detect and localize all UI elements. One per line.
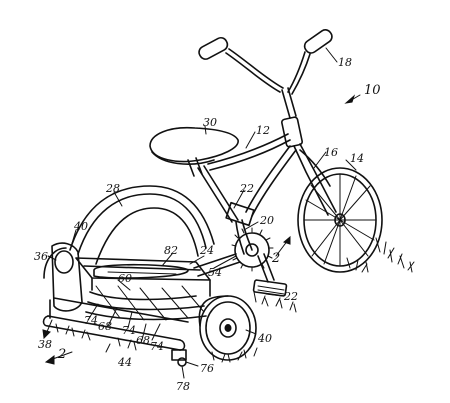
ref-reel-frame: 24 bbox=[199, 244, 214, 257]
ref-fork: 16 bbox=[324, 146, 338, 159]
boom bbox=[69, 185, 215, 265]
chain-drive bbox=[193, 219, 288, 297]
ref-reel-blade-c-left: 74 bbox=[84, 314, 98, 327]
ref-guard: 82 bbox=[164, 244, 178, 257]
ref-seat: 30 bbox=[203, 116, 217, 129]
ref-reel-blade-c-mid: 74 bbox=[122, 324, 136, 337]
mower-wheel bbox=[171, 295, 257, 367]
ref-bed-knife: 44 bbox=[117, 356, 132, 369]
ref-handlebar: 18 bbox=[338, 56, 352, 69]
reference-numerals: 10 18 30 12 16 14 28 22 20 24 82 2 54 40… bbox=[34, 56, 381, 393]
ref-reel-blade-c-right: 74 bbox=[150, 340, 164, 353]
ref-direction-front: 2 bbox=[271, 251, 280, 266]
fork bbox=[281, 116, 337, 216]
leader-lines bbox=[47, 47, 361, 379]
ref-frame-lug-upper: 22 bbox=[239, 182, 254, 195]
ref-reel-blade-a: 60 bbox=[118, 272, 132, 285]
ref-boom: 28 bbox=[105, 182, 120, 195]
ref-direction-rear: 2 bbox=[57, 347, 66, 362]
ref-frame-lug-lower: 22 bbox=[283, 290, 298, 303]
grass bbox=[55, 237, 415, 363]
frame bbox=[197, 133, 297, 227]
ref-assembly: 10 bbox=[364, 83, 381, 98]
direction-arrows bbox=[42, 235, 291, 365]
ref-reel-blade-b-right: 68 bbox=[136, 334, 150, 347]
ref-front-wheel: 14 bbox=[350, 152, 364, 165]
ref-roller: 38 bbox=[38, 338, 52, 351]
ref-axle-cap: 78 bbox=[176, 380, 190, 393]
ref-reel-blade-b-left: 68 bbox=[98, 320, 112, 333]
ref-sprocket: 54 bbox=[208, 266, 222, 279]
ref-chain: 20 bbox=[259, 214, 274, 227]
seat bbox=[149, 126, 239, 177]
front-wheel bbox=[297, 167, 383, 273]
ref-frame: 12 bbox=[256, 124, 270, 137]
ref-mower-wheel-right: 40 bbox=[257, 332, 272, 345]
handlebar bbox=[198, 29, 333, 119]
ref-axle-end: 76 bbox=[200, 362, 214, 375]
ref-end-plate: 36 bbox=[34, 250, 48, 263]
ref-mower-wheel-left: 40 bbox=[73, 220, 88, 233]
